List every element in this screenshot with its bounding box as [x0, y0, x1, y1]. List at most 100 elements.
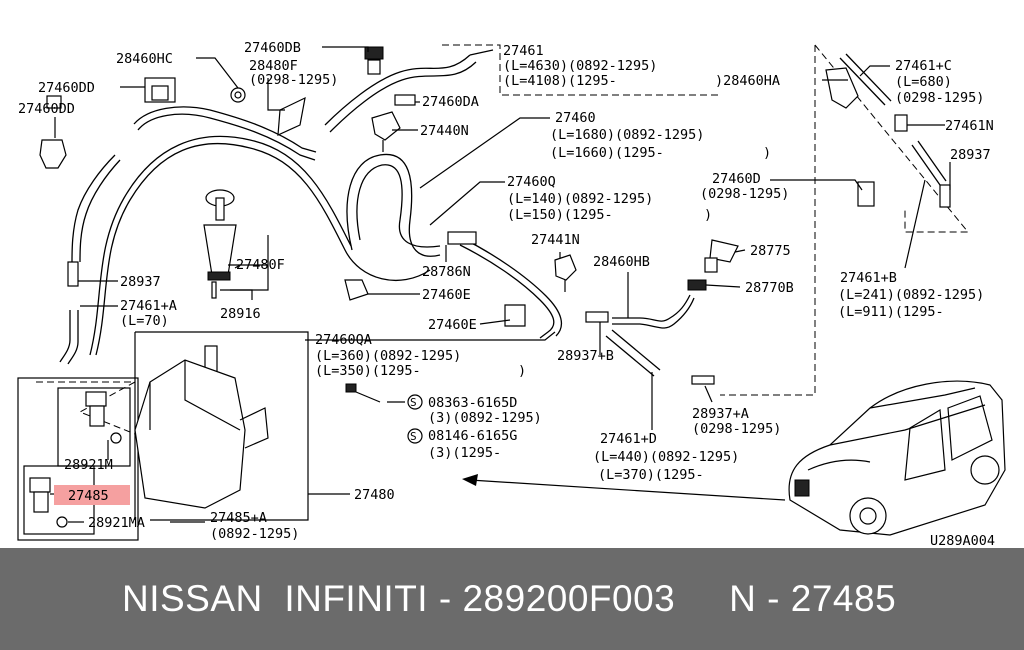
valve-27460DB — [364, 46, 384, 75]
nozzle-28775 — [704, 239, 739, 273]
label-27461D-line2: (L=370)(1295- — [598, 467, 704, 483]
label-27460Q-line1: (L=140)(0892-1295) — [507, 191, 653, 207]
label-27460QA: 27460QA — [315, 332, 372, 348]
grommet-28460HC — [230, 87, 246, 103]
label-28480F: 28480F — [249, 58, 298, 74]
nozzle-27440N — [371, 111, 401, 152]
label-27480: 27480 — [354, 487, 395, 503]
label-27485A: 27485+A — [210, 510, 267, 526]
hose-28460HB-inner — [612, 297, 695, 329]
s-symbol-circle-1 — [407, 394, 423, 410]
clip-27460D — [857, 181, 875, 207]
label-27461C: 27461+C — [895, 58, 952, 74]
label-27460QA-line2: (L=350)(1295- — [315, 363, 421, 379]
label-08363: 08363-6165D — [428, 395, 517, 411]
label-28937-top: 28937 — [950, 147, 991, 163]
label-27460Q-line2: (L=150)(1295- — [507, 207, 613, 223]
hose-left-vertical — [71, 154, 116, 263]
label-27461C-line2: (0298-1295) — [895, 90, 984, 106]
label-28921MA: 28921MA — [88, 515, 145, 531]
clip-27460DD-lower — [39, 139, 67, 169]
joint-28937-left — [67, 261, 79, 287]
label-28937B: 28937+B — [557, 348, 614, 364]
nozzle-28460HA — [825, 67, 859, 109]
label-27460-line2: (L=1660)(1295- — [550, 145, 664, 161]
nozzle-27441N — [554, 254, 577, 292]
bolt-08363 — [345, 383, 381, 403]
hose-top-long-inner — [133, 106, 317, 153]
hose-27461C-inner — [845, 53, 892, 102]
label-27460E-lower: 27460E — [428, 317, 477, 333]
joint-27461N — [894, 114, 908, 132]
highlight-27485 — [54, 485, 130, 505]
label-27461B-line1: (L=241)(0892-1295) — [838, 287, 984, 303]
label-27461-line1: (L=4630)(0892-1295) — [503, 58, 657, 74]
part-labels: 28460HC 27460DB 28480F (0298-1295) 27461… — [18, 40, 995, 549]
label-28480F-date: (0298-1295) — [249, 72, 338, 88]
label-27461D-line1: (L=440)(0892-1295) — [593, 449, 739, 465]
label-27461N: 27461N — [945, 118, 994, 134]
hose-27461B — [911, 144, 941, 186]
label-28460HA: )28460HA — [715, 73, 780, 89]
label-28775: 28775 — [750, 243, 791, 259]
pump-27485-upper — [85, 391, 122, 444]
arrow-head — [462, 474, 478, 486]
hose-27461D — [611, 329, 661, 371]
pump-box-outline — [17, 377, 139, 541]
hose-27461A — [59, 310, 71, 363]
clip-27460E-upper — [344, 279, 369, 301]
label-27485: 27485 — [68, 488, 109, 504]
clip-27460DA — [394, 94, 416, 106]
label-08146-line: (3)(1295- — [428, 445, 501, 461]
label-27460DD-upper: 27460DD — [38, 80, 95, 96]
label-28786N: 28786N — [422, 264, 471, 280]
hose-27460-loop-inner — [356, 164, 441, 248]
label-27460: 27460 — [555, 110, 596, 126]
label-28460HC: 28460HC — [116, 51, 173, 67]
hose-27460QA-inner — [461, 237, 563, 337]
washer-tank-27480 — [134, 345, 269, 509]
label-28770B: 28770B — [745, 280, 794, 296]
label-27460E-upper: 27460E — [422, 287, 471, 303]
label-27461A: 27461+A — [120, 298, 177, 314]
hose-top-long — [137, 113, 316, 161]
label-27460D: 27460D — [712, 171, 761, 187]
label-27461: 27461 — [503, 43, 544, 59]
hose-27461C — [839, 57, 886, 106]
hose-27461A-inner — [67, 310, 79, 365]
pump-27485-lower — [29, 477, 68, 528]
hose-27461B-inner — [917, 140, 947, 182]
s-symbol-1: S — [410, 396, 417, 409]
connector-27460Q — [447, 231, 477, 245]
label-27461B: 27461+B — [840, 270, 897, 286]
label-27460Q-line2-end: ) — [704, 207, 712, 223]
label-27441N: 27441N — [531, 232, 580, 248]
hose-27461-front-inner — [329, 61, 477, 133]
arrow-car-to-parts — [469, 479, 786, 501]
label-27461C-line1: (L=680) — [895, 74, 952, 90]
label-27461-line2: (L=4108)(1295- — [503, 73, 617, 89]
hose-left-vertical-inner — [79, 159, 121, 263]
label-27485A-date: (0892-1295) — [210, 526, 299, 542]
bottom-banner — [0, 548, 1024, 650]
leader-lines — [50, 46, 951, 523]
label-28916: 28916 — [220, 306, 261, 322]
label-27460D-date: (0298-1295) — [700, 186, 789, 202]
label-27461D: 27461+D — [600, 431, 657, 447]
label-27460-line2-end: ) — [763, 145, 771, 161]
banner-title: NISSAN INFINITI - 289200F003 N - 27485 — [122, 578, 897, 619]
hose-27461-main-inner — [89, 135, 352, 356]
pad-28480F — [277, 96, 306, 136]
hose-27461D-inner — [605, 335, 655, 377]
label-08146: 08146-6165G — [428, 428, 517, 444]
joint-28937B — [585, 311, 609, 323]
label-28937A: 28937+A — [692, 406, 749, 422]
hose-28460HB — [612, 294, 691, 322]
hose-27461-main — [95, 142, 431, 356]
figure-code: U289A004 — [930, 533, 995, 549]
label-27460-line1: (L=1680)(0892-1295) — [550, 127, 704, 143]
label-27460DB: 27460DB — [244, 40, 301, 56]
grommet-28770B — [687, 279, 707, 291]
label-27440N: 27440N — [420, 123, 469, 139]
